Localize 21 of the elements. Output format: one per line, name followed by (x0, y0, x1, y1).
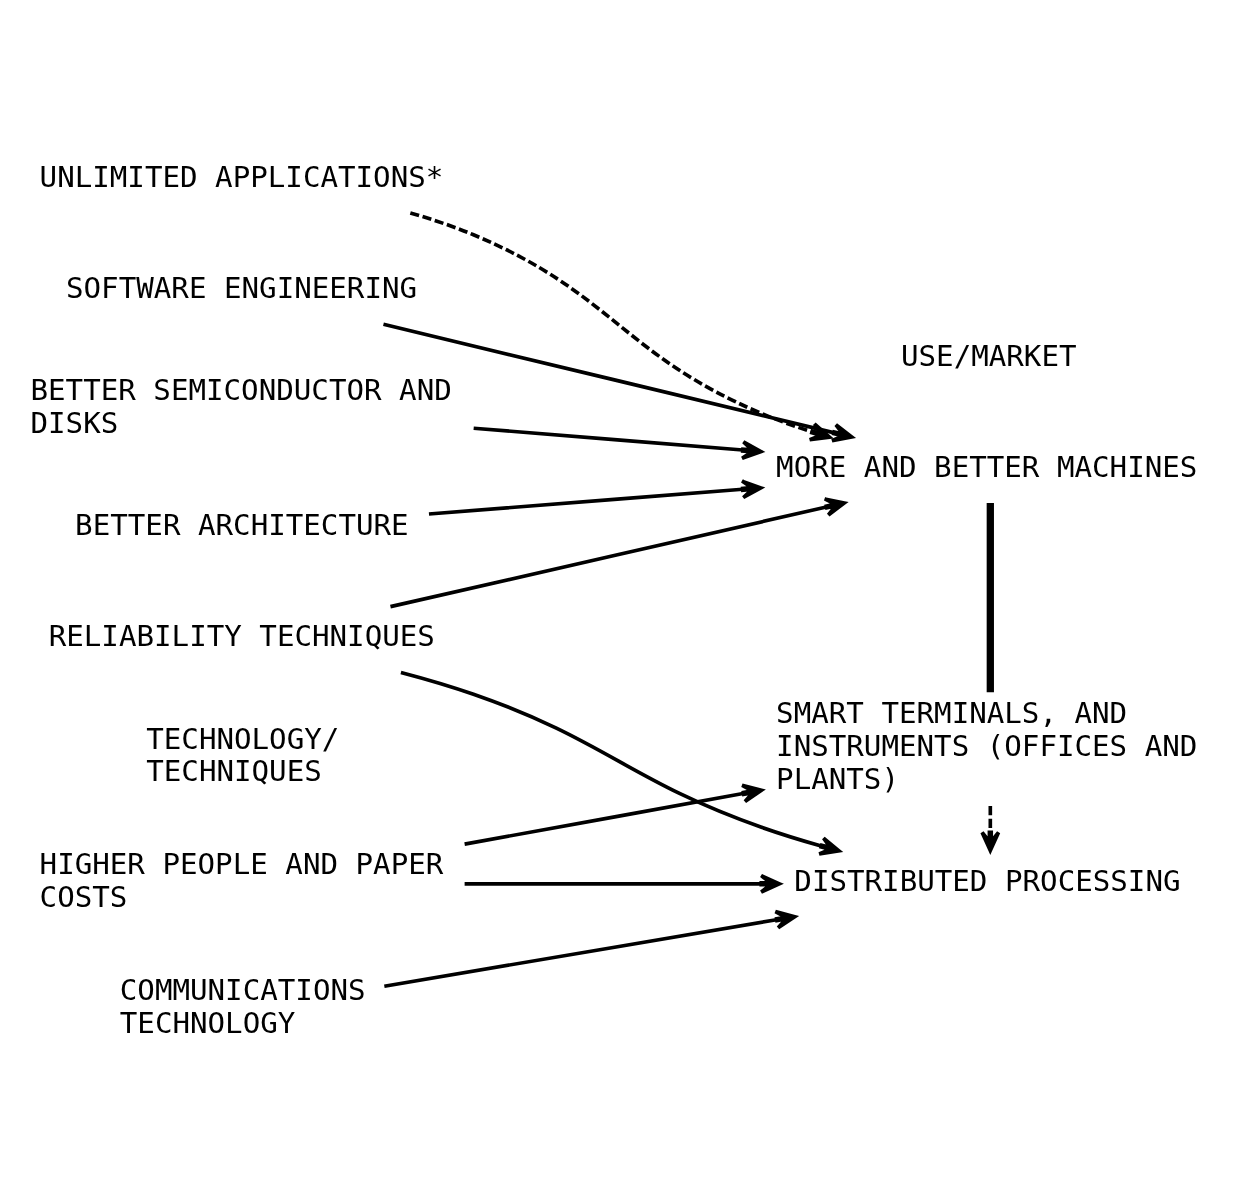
arrow (428, 479, 763, 516)
arrow (400, 670, 841, 856)
arrow (464, 783, 764, 846)
node-text: MORE AND BETTER MACHINES (776, 449, 1198, 484)
node-text: COMMUNICATIONS TECHNOLOGY (119, 973, 366, 1040)
node-text: DISTRIBUTED PROCESSING (794, 863, 1181, 898)
arrow (473, 426, 763, 461)
node-text: RELIABILITY TECHNIQUES (48, 619, 435, 654)
node-text: BETTER SEMICONDUCTOR AND DISKS (30, 373, 452, 441)
arrow (384, 909, 797, 989)
label: TECHNOLOGY/ TECHNIQUES (146, 721, 340, 789)
arrow (390, 497, 847, 609)
arrow (980, 806, 1001, 853)
node-text: SOFTWARE ENGINEERING (66, 271, 418, 306)
node-text: SMART TERMINALS, AND INSTRUMENTS (OFFICES AND PLANTS) (776, 696, 1198, 796)
connector (986, 502, 994, 693)
node-text: UNLIMITED APPLICATIONS* (39, 160, 444, 195)
node-text: BETTER ARCHITECTURE (75, 508, 409, 543)
label: USE/MARKET (900, 338, 1077, 373)
arrow (464, 873, 782, 894)
node-text: HIGHER PEOPLE AND PAPER COSTS (39, 847, 444, 915)
